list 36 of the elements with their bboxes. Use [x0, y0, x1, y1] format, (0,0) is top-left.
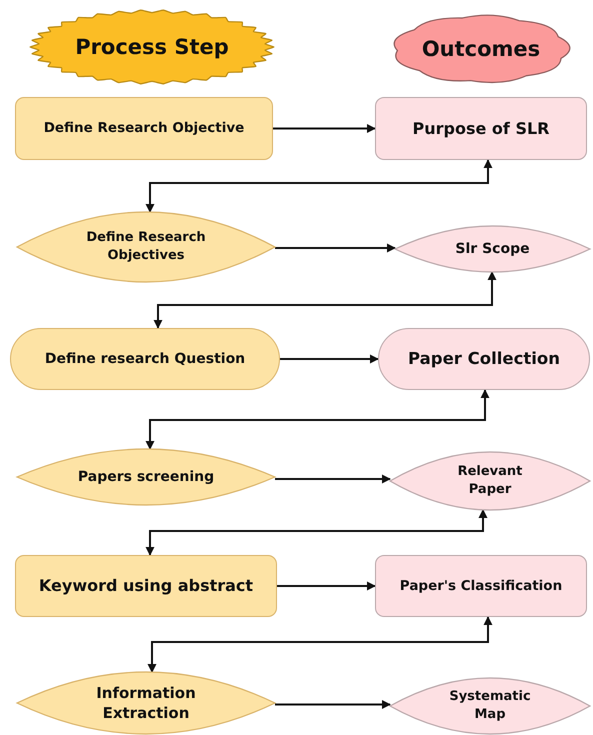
- node-label: Define Research Objectives: [85, 229, 207, 265]
- arrow: [154, 271, 496, 329]
- process-box: [15, 97, 273, 160]
- node-label: Purpose of SLR: [412, 118, 550, 140]
- node-label: Systematic Map: [448, 688, 532, 724]
- arrow: [273, 124, 376, 133]
- node-label: Information Extraction: [95, 682, 197, 724]
- node-label: Define research Question: [44, 350, 246, 368]
- node-label: Keyword using abstract: [38, 575, 254, 597]
- node-label: Paper's Classification: [400, 576, 562, 596]
- outcome-box: [375, 97, 587, 160]
- column-heading: Outcomes: [422, 36, 540, 63]
- column-heading: Process Step: [75, 34, 229, 61]
- heading-burst: [30, 10, 274, 84]
- arrow: [277, 582, 376, 590]
- node-label: Paper Collection: [408, 348, 560, 370]
- process-lens: [17, 672, 275, 734]
- arrow: [146, 389, 490, 450]
- outcome-box: [375, 555, 587, 617]
- process-lens: [17, 449, 275, 505]
- arrow: [146, 508, 488, 556]
- arrow: [275, 474, 391, 484]
- node-label: Papers screening: [78, 468, 214, 486]
- arrow: [275, 244, 396, 252]
- arrow: [275, 700, 391, 709]
- outcome-lens: [395, 226, 590, 272]
- arrow: [280, 354, 379, 364]
- node-label: Slr Scope: [455, 240, 530, 258]
- arrow: [148, 616, 492, 673]
- process-box: [15, 555, 277, 617]
- outcome-lens: [390, 678, 590, 734]
- outcome-lens: [390, 452, 590, 510]
- node-label: Define Research Objective: [44, 119, 244, 138]
- process-lens: [17, 212, 275, 282]
- node-label: Relevant Paper: [456, 463, 524, 499]
- arrow: [146, 159, 492, 213]
